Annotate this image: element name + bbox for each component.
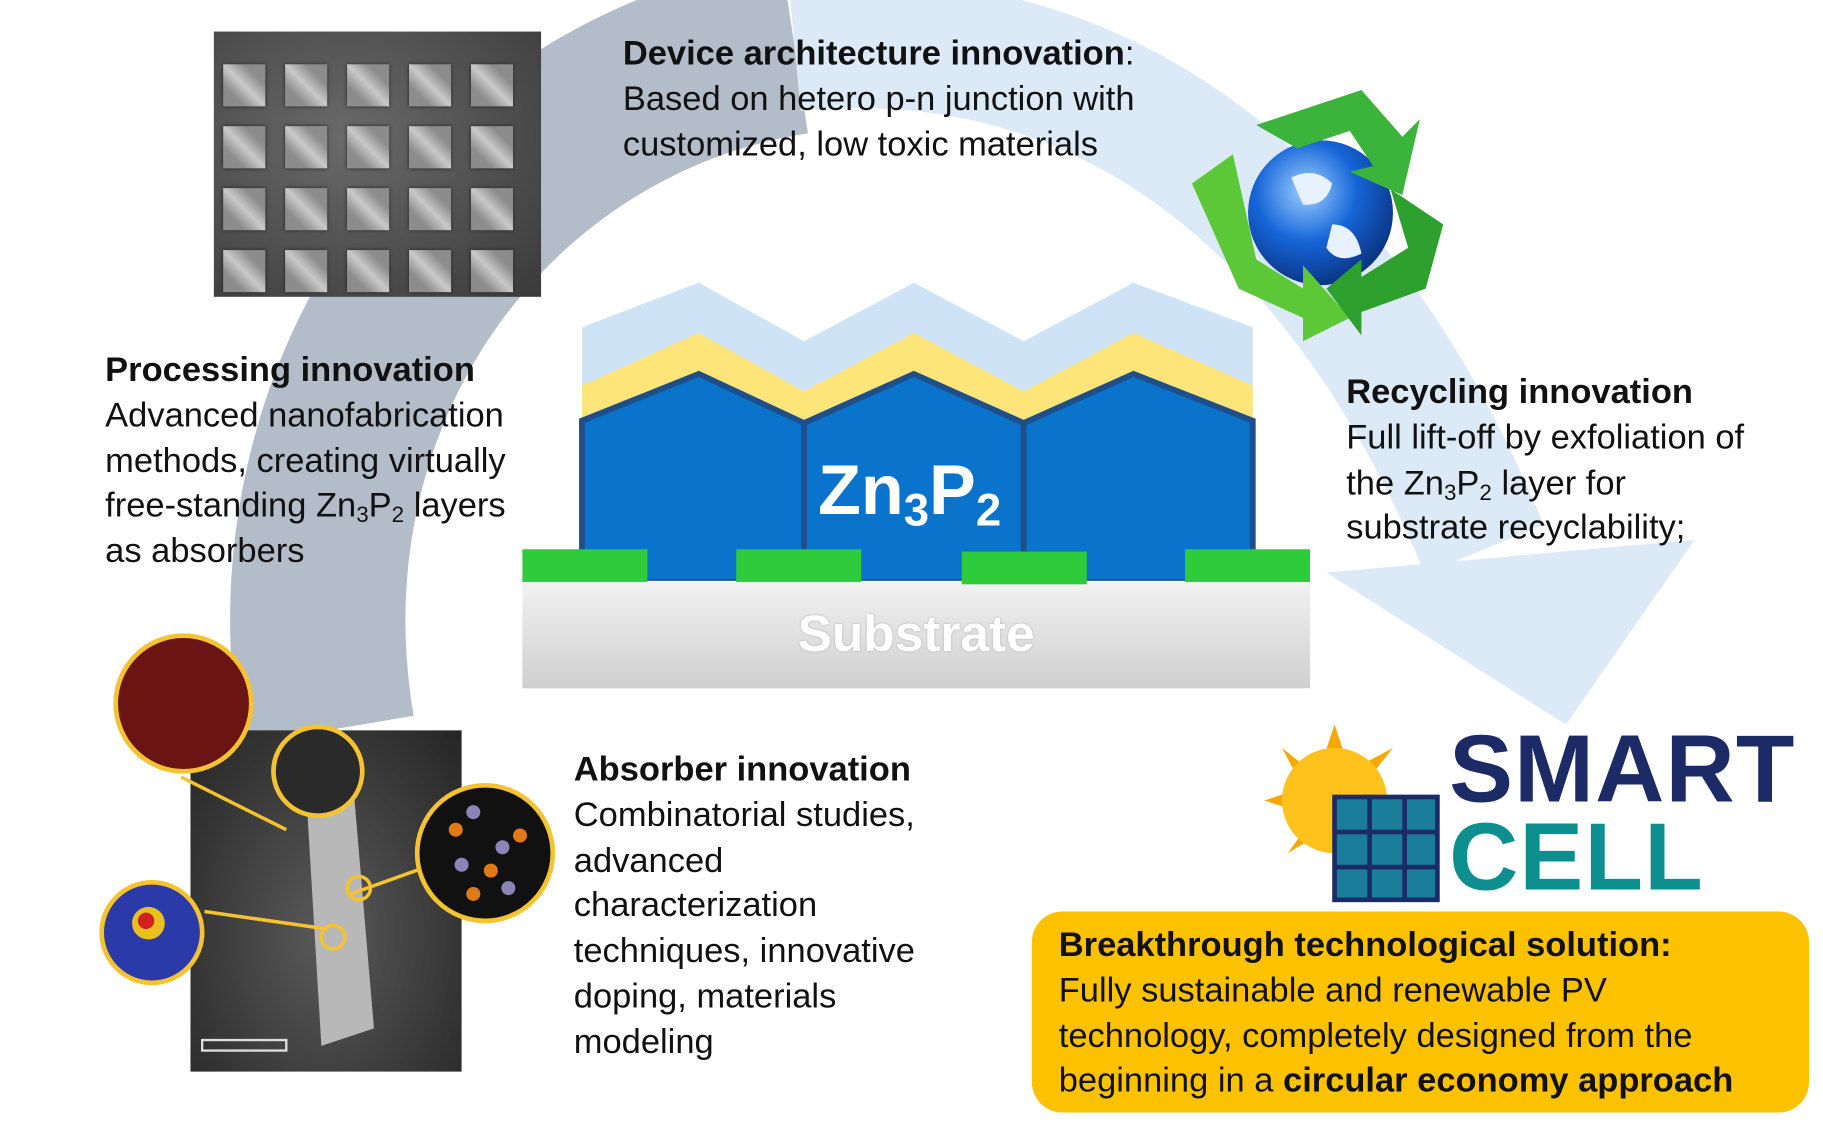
substrate-layer (522, 580, 1311, 689)
eds-map-inset (113, 633, 254, 774)
pyramid (223, 250, 266, 293)
pyramid (347, 250, 390, 293)
pyramid (347, 64, 390, 107)
solution-box (1031, 911, 1809, 1113)
processing-text: Processing innovation Advanced nanofabri… (105, 348, 505, 575)
substrate-label: Substrate (797, 605, 1035, 663)
pyramid (470, 64, 514, 107)
text-line: Fully sustainable and renewable PV (1058, 970, 1607, 1010)
text-line: methods, creating virtually (105, 441, 506, 480)
solution-title: Breakthrough technological solution: (1058, 925, 1672, 965)
nanowire-tip-inset (271, 724, 365, 819)
text-line: Full lift-off by exfoliation of (1346, 418, 1745, 457)
absorber-title: Absorber innovation (573, 750, 911, 789)
pyramid (285, 126, 328, 169)
arrow-head (1326, 539, 1695, 725)
text-line: as absorbers (105, 531, 305, 571)
recycling-text: Recycling innovation Full lift-off by ex… (1346, 370, 1744, 551)
text-line: beginning in a circular economy approach (1058, 1061, 1734, 1101)
text-line: technology, completely designed from the (1058, 1016, 1693, 1055)
absorber-text: Absorber innovation Combinatorial studie… (574, 748, 915, 1065)
text-line: characterization (573, 886, 818, 925)
pyramid (285, 250, 328, 293)
contact-pad (522, 549, 648, 582)
logo-smart: SMART (1449, 716, 1796, 823)
contact-pad (961, 551, 1087, 585)
processing-title: Processing innovation (105, 350, 475, 390)
pyramid (470, 188, 514, 231)
pyramid (223, 188, 266, 231)
pyramid (409, 64, 452, 107)
pyramid (347, 126, 390, 169)
pyramid (409, 250, 452, 293)
recycle-globe-icon (1191, 89, 1444, 342)
pyramid (470, 126, 514, 169)
solar-panel-icon (1332, 794, 1440, 903)
text-line: Advanced nanofabrication (105, 395, 504, 435)
pyramid (223, 64, 266, 107)
colon: : (1124, 33, 1135, 73)
nanowire-insets (99, 633, 556, 1052)
device-architecture-text: Device architecture innovation: Based on… (623, 32, 1135, 168)
pyramid (409, 188, 452, 231)
solution-text: Breakthrough technological solution: Ful… (1059, 923, 1734, 1104)
logo-cell: CELL (1449, 803, 1704, 911)
pyramid (285, 188, 328, 231)
text-line: advanced (573, 840, 724, 880)
text-line: the Zn3P2 layer for (1346, 463, 1626, 506)
text-line: substrate recyclability; (1346, 508, 1686, 548)
pyramid (223, 126, 266, 169)
text-line: free-standing Zn3P2 layers (105, 486, 506, 529)
text-line: Combinatorial studies, (573, 795, 915, 835)
pyramid (470, 250, 514, 293)
nanowire (303, 753, 374, 1046)
device-cross-section (522, 282, 1311, 689)
pyramid (409, 126, 452, 169)
text-line: techniques, innovative (573, 931, 915, 971)
sem-pyramid-array-image (213, 31, 542, 297)
pyramid (347, 188, 390, 231)
crystal-structure-inset (414, 782, 556, 924)
contact-pad (736, 549, 862, 582)
recycling-title: Recycling innovation (1346, 372, 1693, 412)
smartcell-logo-mark (1264, 724, 1440, 903)
scale-bar (200, 1038, 288, 1052)
pyramid (285, 64, 328, 107)
zn3p2-label: Zn3P2 (818, 451, 1002, 537)
contact-pad (1184, 549, 1311, 582)
text-line: Based on hetero p-n junction with (622, 79, 1135, 118)
device-architecture-title: Device architecture innovation (622, 33, 1125, 73)
text-line: modeling (573, 1022, 714, 1061)
text-line: customized, low toxic materials (622, 124, 1098, 164)
text-line: doping, materials (573, 976, 837, 1016)
